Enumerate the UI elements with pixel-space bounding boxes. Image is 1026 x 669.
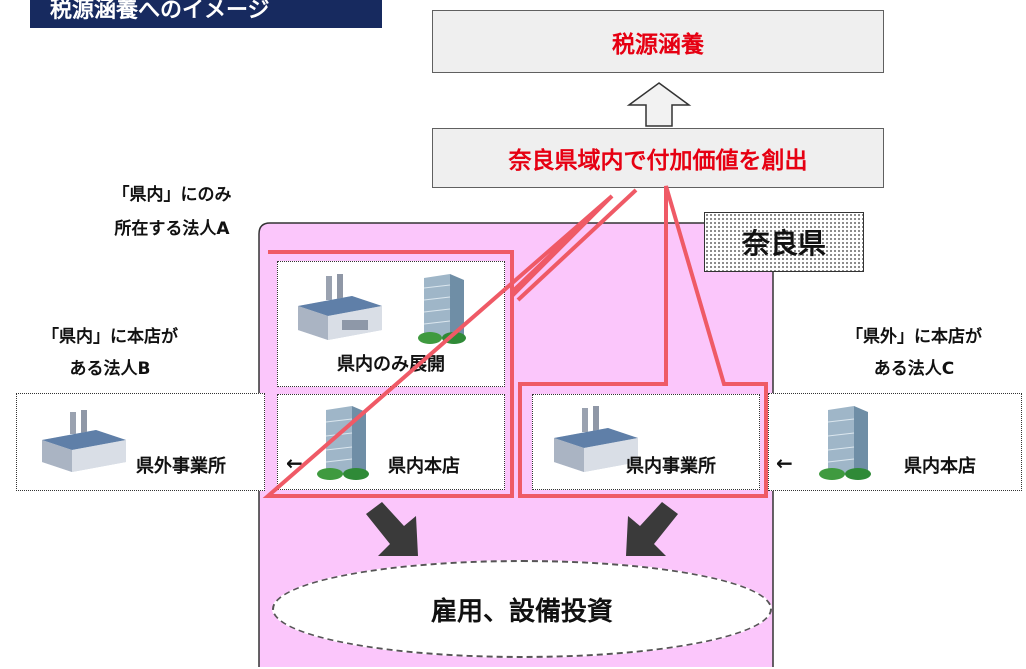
up-arrow-icon xyxy=(626,82,692,127)
office-out-pref-label: 県外事業所 xyxy=(136,456,226,477)
only-in-pref-label: 県内のみ展開 xyxy=(337,354,445,375)
value-creation-box: 奈良県域内で付加価値を創出 xyxy=(432,128,884,188)
corp-b-label-line1: 「県内」に本店が xyxy=(42,327,178,347)
corp-b-label: 「県内」に本店が ある法人B xyxy=(10,324,210,382)
nara-prefecture-label: 奈良県 xyxy=(704,212,864,272)
corp-b-label-line2: ある法人B xyxy=(69,359,151,379)
corp-a-red-outline xyxy=(262,194,614,498)
corp-a-label-line2: 所在する法人A xyxy=(114,219,230,239)
factory-icon xyxy=(298,274,382,340)
corp-c-label-line1: 「県外」に本店が xyxy=(846,327,982,347)
corp-c-label-line2: ある法人C xyxy=(873,359,955,379)
down-arrow-icon xyxy=(626,502,678,556)
hq-in-pref-c-label: 県内本店 xyxy=(904,456,976,477)
corp-c-label: 「県外」に本店が ある法人C xyxy=(804,324,1024,382)
office-building-icon xyxy=(418,274,466,344)
hq-in-pref-b-box xyxy=(277,394,505,490)
employment-investment-ellipse: 雇用、設備投資 xyxy=(272,560,772,658)
tax-base-box: 税源涵養 xyxy=(432,10,884,73)
connector-line xyxy=(516,188,638,302)
hq-in-pref-b-label: 県内本店 xyxy=(388,456,460,477)
factory-icon xyxy=(554,406,638,472)
office-building-icon xyxy=(819,406,871,480)
corp-c-red-outline xyxy=(518,185,768,498)
left-arrow-c: ← xyxy=(776,451,793,475)
office-building-icon xyxy=(317,406,369,480)
office-in-pref-label: 県内事業所 xyxy=(626,456,716,477)
factory-icon xyxy=(42,410,126,472)
down-arrow-icon xyxy=(366,502,418,556)
corp-a-label: 「県内」にのみ 所在する法人A xyxy=(72,182,272,242)
corp-c-band xyxy=(768,393,1022,491)
corp-a-label-line1: 「県内」にのみ xyxy=(112,185,232,205)
page-title: 税源涵養へのイメージ xyxy=(30,0,382,28)
